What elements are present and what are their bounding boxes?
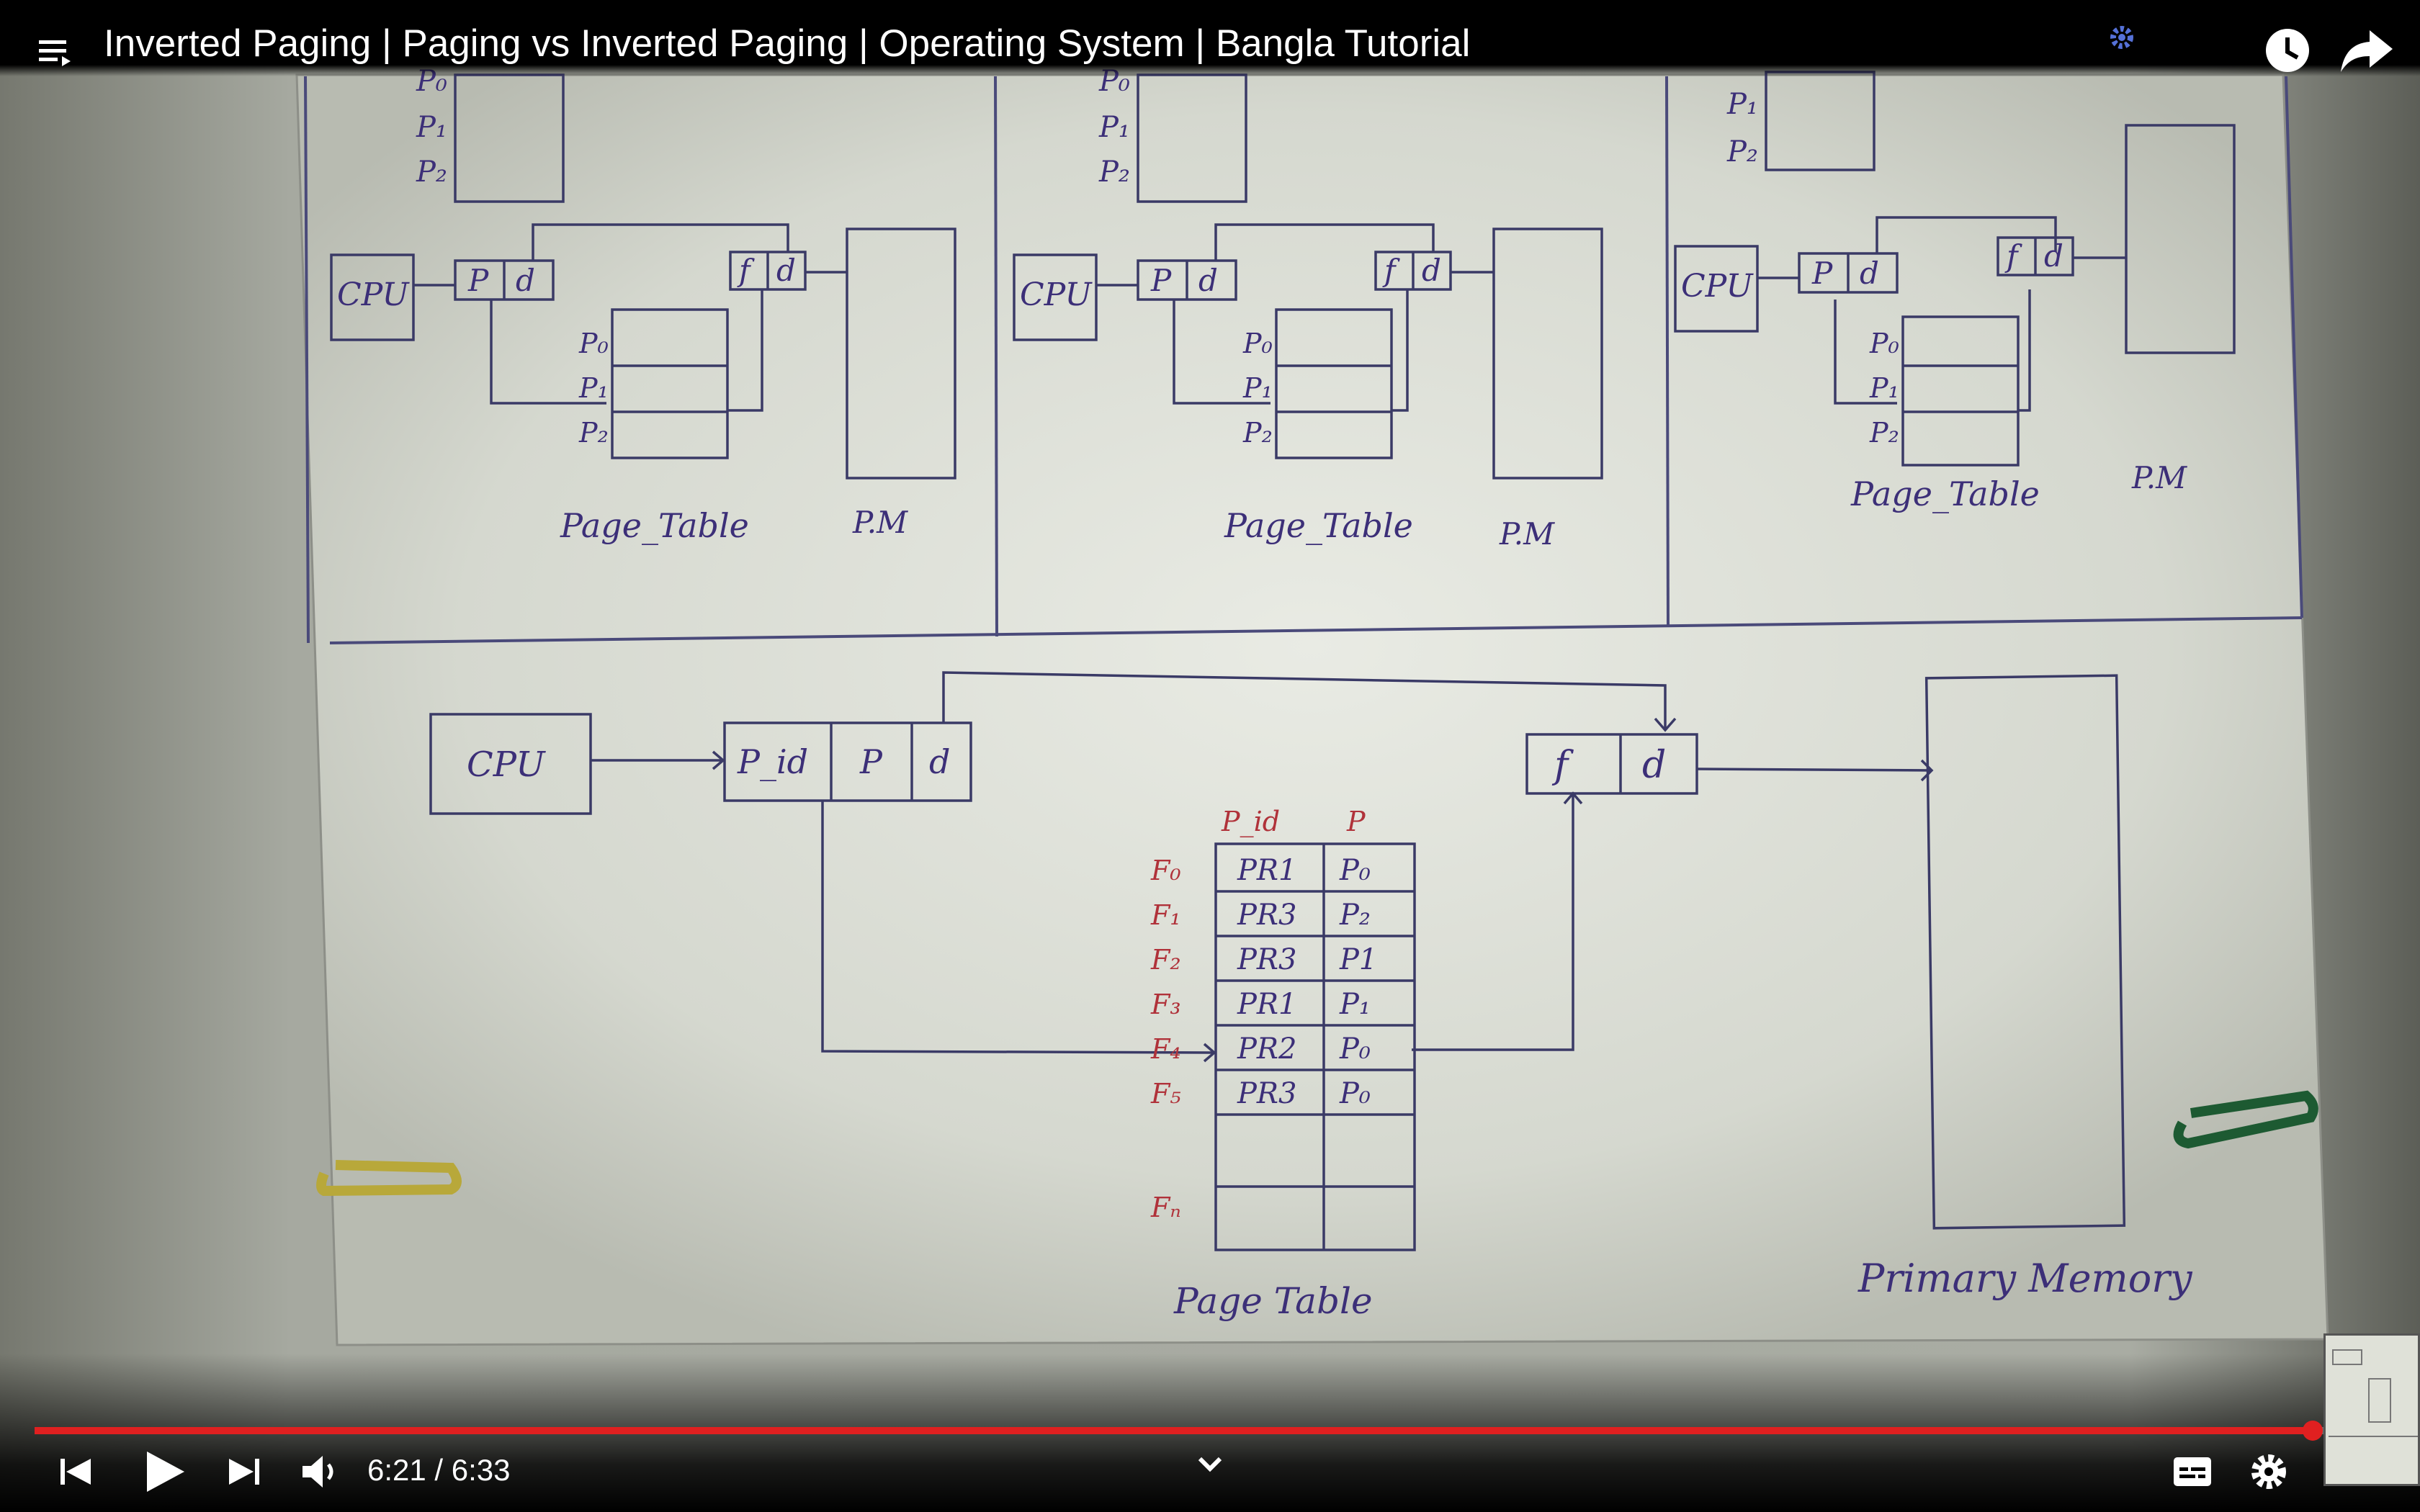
table-cell-pid: PR3: [1237, 899, 1296, 932]
page-table-row-label: P₁: [578, 372, 609, 404]
top-table-row-label: P₂: [1726, 135, 1758, 168]
playlist-icon[interactable]: [29, 26, 81, 78]
frame-label: F₅: [1150, 1078, 1181, 1110]
frame-label: F₂: [1150, 944, 1181, 976]
table-cell-pid: PR2: [1237, 1032, 1296, 1066]
cpu-label: CPU: [1681, 268, 1754, 305]
page-lookup-line: [1834, 300, 1897, 405]
top-table-row-label: P₂: [1098, 156, 1130, 189]
table-cell-pid: PR3: [1237, 1077, 1296, 1110]
thumbnail-preview: [2323, 1333, 2420, 1486]
d-label: d: [516, 263, 535, 298]
offset-link: [1876, 216, 2057, 253]
page-table-row-label: P₁: [1869, 372, 1899, 404]
table-header-pid: P_id: [1221, 806, 1280, 838]
prev-icon[interactable]: [55, 1450, 98, 1493]
page-table: [1901, 315, 2020, 467]
top-table-row-label: P₂: [416, 156, 447, 189]
offset-link: [532, 223, 789, 261]
cpu-box: [1013, 253, 1098, 341]
cpu-label: CPU: [337, 276, 410, 313]
pm-box: [1492, 228, 1603, 480]
table-cell-p: P₀: [1339, 854, 1371, 887]
page-table-row-label: P₀: [1869, 328, 1899, 359]
fd-d-label: d: [2044, 238, 2063, 274]
watch-later-icon[interactable]: [2262, 24, 2313, 76]
page-lookup-line: [1173, 300, 1270, 405]
share-icon[interactable]: [2338, 24, 2396, 76]
page-table-row-label: P₂: [578, 417, 609, 449]
video-title[interactable]: Inverted Paging | Paging vs Inverted Pag…: [104, 22, 1471, 65]
p-label: P: [1811, 256, 1833, 291]
page-table-row-label: P₁: [1242, 372, 1273, 404]
table-header-p: P: [1346, 806, 1366, 837]
page-lookup-line: [490, 300, 606, 405]
progress-bar[interactable]: [35, 1421, 2385, 1441]
d-label: d: [1860, 256, 1879, 291]
pm-label: P.M: [1499, 516, 1555, 552]
frame-label: F₄: [1150, 1033, 1181, 1065]
p-label: P: [467, 263, 489, 298]
time-display: 6:21 / 6:33: [367, 1453, 511, 1487]
page-table-row-label: P₀: [1242, 328, 1273, 359]
cpu-box: [330, 253, 415, 341]
gear-icon[interactable]: [2246, 1449, 2292, 1495]
pm-label: P.M: [2131, 460, 2187, 495]
top-bar: Inverted Paging | Paging vs Inverted Pag…: [0, 0, 2420, 76]
volume-icon[interactable]: [298, 1450, 343, 1493]
page-table-label: Page_Table: [1224, 506, 1413, 545]
cpu-label: CPU: [1020, 276, 1093, 313]
top-table-row-label: P₁: [1726, 88, 1758, 121]
p-label: P: [859, 742, 883, 781]
frame-label: F₁: [1150, 899, 1181, 931]
progress-fill: [35, 1427, 2313, 1434]
top-table-row-label: P₁: [1098, 111, 1130, 144]
table-cell-p: P₂: [1339, 899, 1371, 932]
page-table: [1275, 308, 1393, 459]
frame-line: [1392, 289, 1409, 412]
page-table: [611, 308, 729, 459]
next-icon[interactable]: [222, 1450, 265, 1493]
pid-label: P_id: [737, 742, 808, 781]
table-cell-p: P1: [1339, 943, 1377, 976]
d-label: d: [929, 742, 950, 781]
page-table-label: Page Table: [1173, 1280, 1373, 1322]
table-cell-p: P₁: [1339, 988, 1371, 1021]
page-table-row-label: P₀: [578, 328, 609, 359]
pm-label: P.M: [852, 505, 908, 540]
gear-icon-small: [2110, 26, 2133, 49]
page-table-label: Page_Table: [1850, 474, 2040, 513]
cpu-box: [1674, 245, 1759, 333]
p-label: P: [1150, 263, 1172, 298]
fd-d-label: d: [1422, 253, 1441, 288]
fd-d-label: d: [776, 253, 796, 288]
table-cell-pid: PR3: [1237, 943, 1296, 976]
frame-label: F₃: [1150, 989, 1181, 1020]
chevron-down-icon[interactable]: [1191, 1452, 1229, 1477]
table-cell-p: P₀: [1339, 1077, 1371, 1110]
cpu-label: CPU: [467, 744, 546, 785]
d-label: d: [1198, 263, 1218, 298]
pm-box: [846, 228, 956, 480]
page-table-row-label: P₂: [1242, 417, 1273, 449]
play-icon[interactable]: [138, 1446, 189, 1498]
progress-scrubber[interactable]: [2302, 1421, 2323, 1441]
top-table-row-label: P₁: [416, 111, 447, 144]
memory-label: Primary Memory: [1857, 1256, 2193, 1301]
table-cell-p: P₀: [1339, 1032, 1371, 1066]
frame-label: Fₙ: [1150, 1192, 1181, 1223]
pm-box: [2125, 124, 2236, 354]
frame-line: [2018, 289, 2031, 412]
frame-line: [727, 289, 763, 412]
page-table-label: Page_Table: [560, 506, 749, 545]
frame-label: F₀: [1150, 855, 1181, 886]
fd-d-label: d: [1642, 744, 1666, 787]
table-cell-pid: PR1: [1237, 854, 1296, 887]
offset-link: [1214, 223, 1435, 261]
table-cell-pid: PR1: [1237, 988, 1296, 1021]
page-table-row-label: P₂: [1869, 417, 1899, 449]
captions-icon[interactable]: [2171, 1453, 2214, 1490]
